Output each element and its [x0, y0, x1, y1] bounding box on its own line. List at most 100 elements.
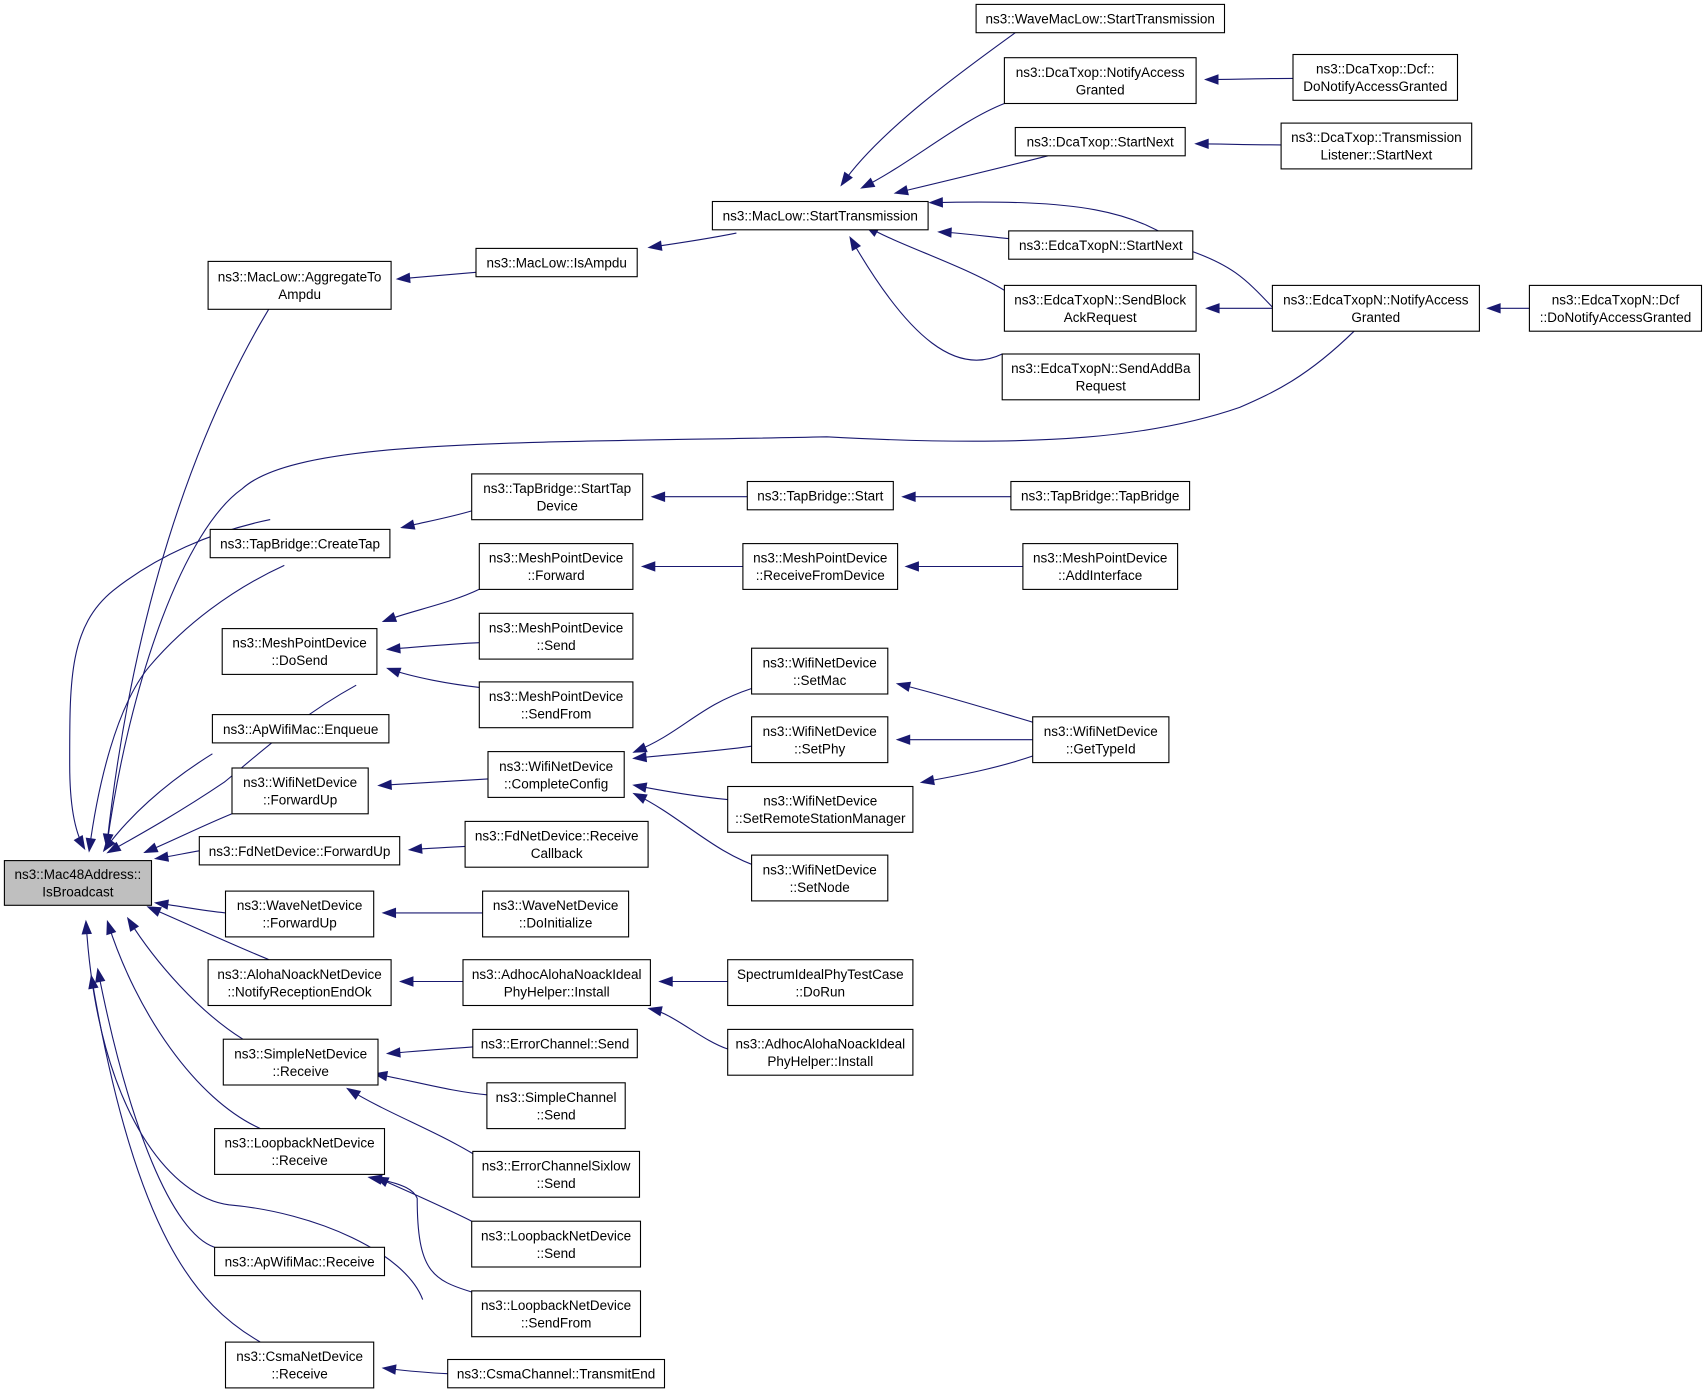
function-node[interactable]: ns3::WifiNetDevice::GetTypeId — [1032, 716, 1170, 764]
node-box[interactable] — [478, 612, 634, 660]
node-box[interactable] — [471, 1220, 642, 1268]
node-box[interactable] — [482, 890, 630, 938]
function-node[interactable]: ns3::MeshPointDevice::Forward — [478, 543, 634, 590]
function-node[interactable]: ns3::DcaTxop::StartNext — [1014, 126, 1186, 157]
function-node[interactable]: ns3::FdNetDevice::ForwardUp — [198, 836, 401, 866]
function-node[interactable]: ns3::ErrorChannel::Send — [472, 1028, 638, 1059]
function-node[interactable]: ns3::EdcaTxopN::StartNext — [1008, 230, 1194, 260]
node-box[interactable] — [207, 959, 392, 1007]
node-box[interactable] — [1528, 284, 1703, 332]
node-box[interactable] — [209, 528, 391, 559]
function-node[interactable]: SpectrumIdealPhyTestCase::DoRun — [727, 959, 914, 1007]
function-node[interactable]: ns3::DcaTxop::Dcf::DoNotifyAccessGranted — [1292, 53, 1459, 101]
node-box[interactable] — [472, 1028, 638, 1059]
node-box[interactable] — [742, 543, 899, 590]
node-box[interactable] — [471, 1290, 642, 1338]
function-node[interactable]: ns3::CsmaChannel::TransmitEnd — [447, 1358, 666, 1389]
node-box[interactable] — [471, 473, 644, 521]
function-node[interactable]: ns3::ApWifiMac::Receive — [214, 1246, 386, 1277]
node-box[interactable] — [211, 714, 390, 744]
function-node[interactable]: ns3::WifiNetDevice::SetNode — [751, 854, 889, 902]
node-box[interactable] — [475, 247, 638, 278]
function-node[interactable]: ns3::WifiNetDevice::SetMac — [751, 647, 889, 695]
function-node[interactable]: ns3::MacLow::StartTransmission — [711, 200, 929, 231]
node-box[interactable] — [746, 480, 894, 511]
function-node[interactable]: ns3::MacLow::IsAmpdu — [475, 247, 638, 278]
function-node[interactable]: ns3::TapBridge::CreateTap — [209, 528, 391, 559]
node-box[interactable] — [486, 1082, 626, 1130]
node-box[interactable] — [224, 890, 375, 938]
function-node[interactable]: ns3::WaveMacLow::StartTransmission — [975, 3, 1226, 34]
function-node[interactable]: ns3::MeshPointDevice::ReceiveFromDevice — [742, 543, 899, 590]
node-box[interactable] — [214, 1128, 386, 1175]
function-node[interactable]: ns3::LoopbackNetDevice::Send — [471, 1220, 642, 1268]
function-node[interactable]: ns3::MeshPointDevice::SendFrom — [478, 681, 634, 729]
node-box[interactable] — [751, 716, 889, 764]
function-node[interactable]: ns3::SimpleChannel::Send — [486, 1082, 626, 1130]
function-node[interactable]: ns3::MeshPointDevice::Send — [478, 612, 634, 660]
function-node[interactable]: ns3::WifiNetDevice::SetRemoteStationMana… — [727, 785, 914, 833]
node-box[interactable] — [751, 647, 889, 695]
function-node[interactable]: ns3::WifiNetDevice::ForwardUp — [231, 767, 369, 815]
node-box[interactable] — [231, 767, 369, 815]
node-box[interactable] — [214, 1246, 386, 1277]
function-node[interactable]: ns3::WifiNetDevice::SetPhy — [751, 716, 889, 764]
node-box[interactable] — [1032, 716, 1170, 764]
node-box[interactable] — [751, 854, 889, 902]
function-node[interactable]: ns3::TapBridge::TapBridge — [1010, 480, 1191, 511]
node-box[interactable] — [464, 820, 649, 868]
node-box[interactable] — [224, 1341, 375, 1389]
node-box[interactable] — [1003, 57, 1197, 105]
node-box[interactable] — [1022, 543, 1179, 590]
node-box[interactable] — [487, 751, 625, 798]
node-box[interactable] — [198, 836, 401, 866]
function-node[interactable]: ns3::ErrorChannelSixlow::Send — [472, 1150, 641, 1198]
function-node[interactable]: ns3::MeshPointDevice::AddInterface — [1022, 543, 1179, 590]
root-function-node[interactable]: ns3::Mac48Address::IsBroadcast — [3, 860, 153, 906]
node-box[interactable] — [207, 260, 392, 310]
node-box[interactable] — [727, 959, 914, 1007]
node-box[interactable] — [222, 1038, 379, 1086]
node-box[interactable] — [472, 1150, 641, 1198]
node-box[interactable] — [1014, 126, 1186, 157]
node-box[interactable] — [221, 628, 378, 675]
function-node[interactable]: ns3::LoopbackNetDevice::SendFrom — [471, 1290, 642, 1338]
function-node[interactable]: ns3::CsmaNetDevice::Receive — [224, 1341, 375, 1389]
node-box[interactable] — [1010, 480, 1191, 511]
node-box[interactable] — [1008, 230, 1194, 260]
function-node[interactable]: ns3::DcaTxop::TransmissionListener::Star… — [1280, 122, 1473, 170]
node-box[interactable] — [462, 959, 651, 1007]
function-node[interactable]: ns3::AdhocAlohaNoackIdealPhyHelper::Inst… — [727, 1028, 914, 1076]
node-box[interactable] — [1280, 122, 1473, 170]
function-node[interactable]: ns3::SimpleNetDevice::Receive — [222, 1038, 379, 1086]
node-box[interactable] — [478, 681, 634, 729]
node-box[interactable] — [1292, 53, 1459, 101]
function-node[interactable]: ns3::EdcaTxopN::Dcf::DoNotifyAccessGrant… — [1528, 284, 1703, 332]
function-node[interactable]: ns3::MeshPointDevice::DoSend — [221, 628, 378, 675]
function-node[interactable]: ns3::WifiNetDevice::CompleteConfig — [487, 751, 625, 798]
node-box[interactable] — [447, 1358, 666, 1389]
function-node[interactable]: ns3::ApWifiMac::Enqueue — [211, 714, 390, 744]
function-node[interactable]: ns3::LoopbackNetDevice::Receive — [214, 1128, 386, 1175]
function-node[interactable]: ns3::AdhocAlohaNoackIdealPhyHelper::Inst… — [462, 959, 651, 1007]
node-box[interactable] — [711, 200, 929, 231]
node-box[interactable] — [3, 860, 153, 906]
node-box[interactable] — [1003, 284, 1197, 332]
node-box[interactable] — [1271, 284, 1480, 332]
node-box[interactable] — [478, 543, 634, 590]
function-node[interactable]: ns3::EdcaTxopN::NotifyAccessGranted — [1271, 284, 1480, 332]
node-box[interactable] — [727, 1028, 914, 1076]
function-node[interactable]: ns3::WaveNetDevice::DoInitialize — [482, 890, 630, 938]
node-box[interactable] — [727, 785, 914, 833]
function-node[interactable]: ns3::TapBridge::Start — [746, 480, 894, 511]
function-node[interactable]: ns3::DcaTxop::NotifyAccessGranted — [1003, 57, 1197, 105]
function-node[interactable]: ns3::WaveNetDevice::ForwardUp — [224, 890, 375, 938]
function-node[interactable]: ns3::AlohaNoackNetDevice::NotifyReceptio… — [207, 959, 392, 1007]
node-box[interactable] — [975, 3, 1226, 34]
node-box[interactable] — [1001, 353, 1200, 401]
